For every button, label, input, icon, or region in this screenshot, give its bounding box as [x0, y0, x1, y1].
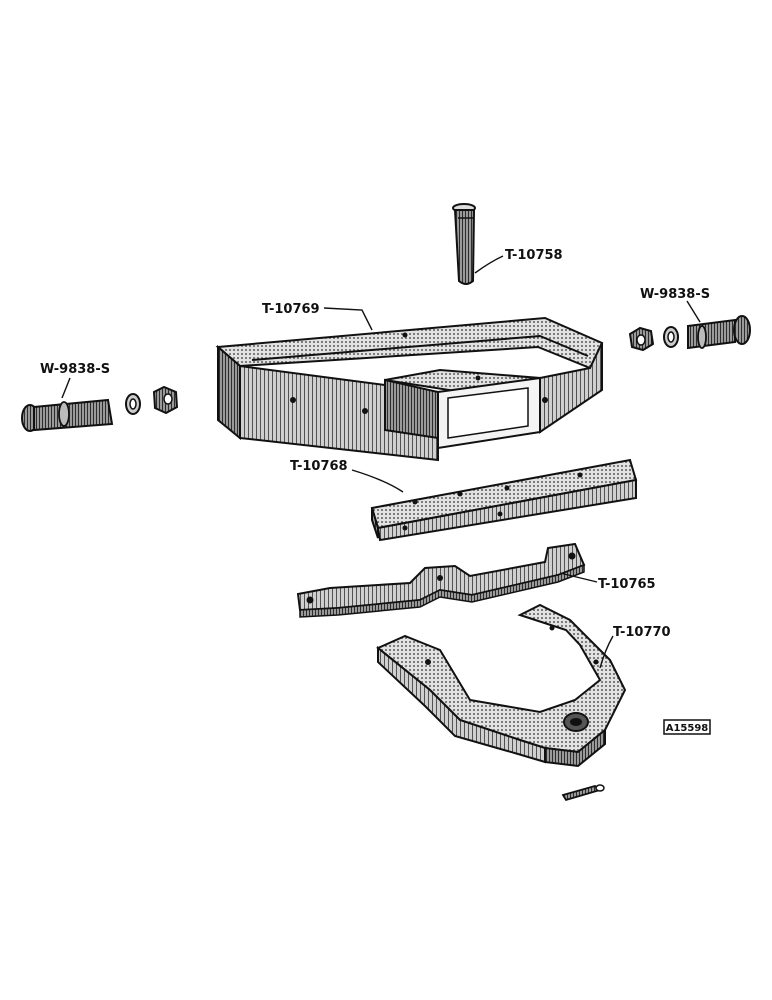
left-bolt-leader	[61, 377, 71, 399]
right-bolt	[687, 315, 751, 350]
strap-label: T-10765	[598, 577, 656, 592]
frame-label: T-10769	[262, 302, 320, 317]
right-bolt-label: W-9838-S	[640, 287, 710, 302]
frame-leader	[323, 307, 373, 331]
right-nut	[628, 326, 655, 352]
left-washer	[125, 393, 141, 415]
figure-number: A15598	[666, 723, 709, 734]
pin-label: T-10758	[505, 248, 563, 263]
left-bolt	[21, 398, 114, 432]
strap-leader	[559, 572, 598, 583]
cotter-pin-part	[561, 784, 605, 802]
left-bolt-label: W-9838-S	[40, 362, 110, 377]
strap-part	[296, 542, 586, 618]
yoke-leader	[599, 635, 614, 669]
yoke-label: T-10770	[613, 625, 671, 640]
right-bolt-leader	[686, 300, 701, 323]
left-bolt-set	[21, 385, 179, 432]
angle-bar-leader	[351, 469, 404, 493]
pin-part	[452, 203, 476, 285]
right-bolt-set	[628, 315, 751, 352]
angle-bar-label: T-10768	[290, 459, 348, 474]
figure-number-box: A15598	[663, 719, 711, 735]
frame-part	[215, 316, 604, 462]
pin-leader	[474, 255, 504, 274]
angle-bar-part	[370, 458, 638, 542]
right-washer	[663, 326, 679, 348]
left-nut	[152, 385, 179, 415]
yoke-part	[376, 603, 627, 768]
